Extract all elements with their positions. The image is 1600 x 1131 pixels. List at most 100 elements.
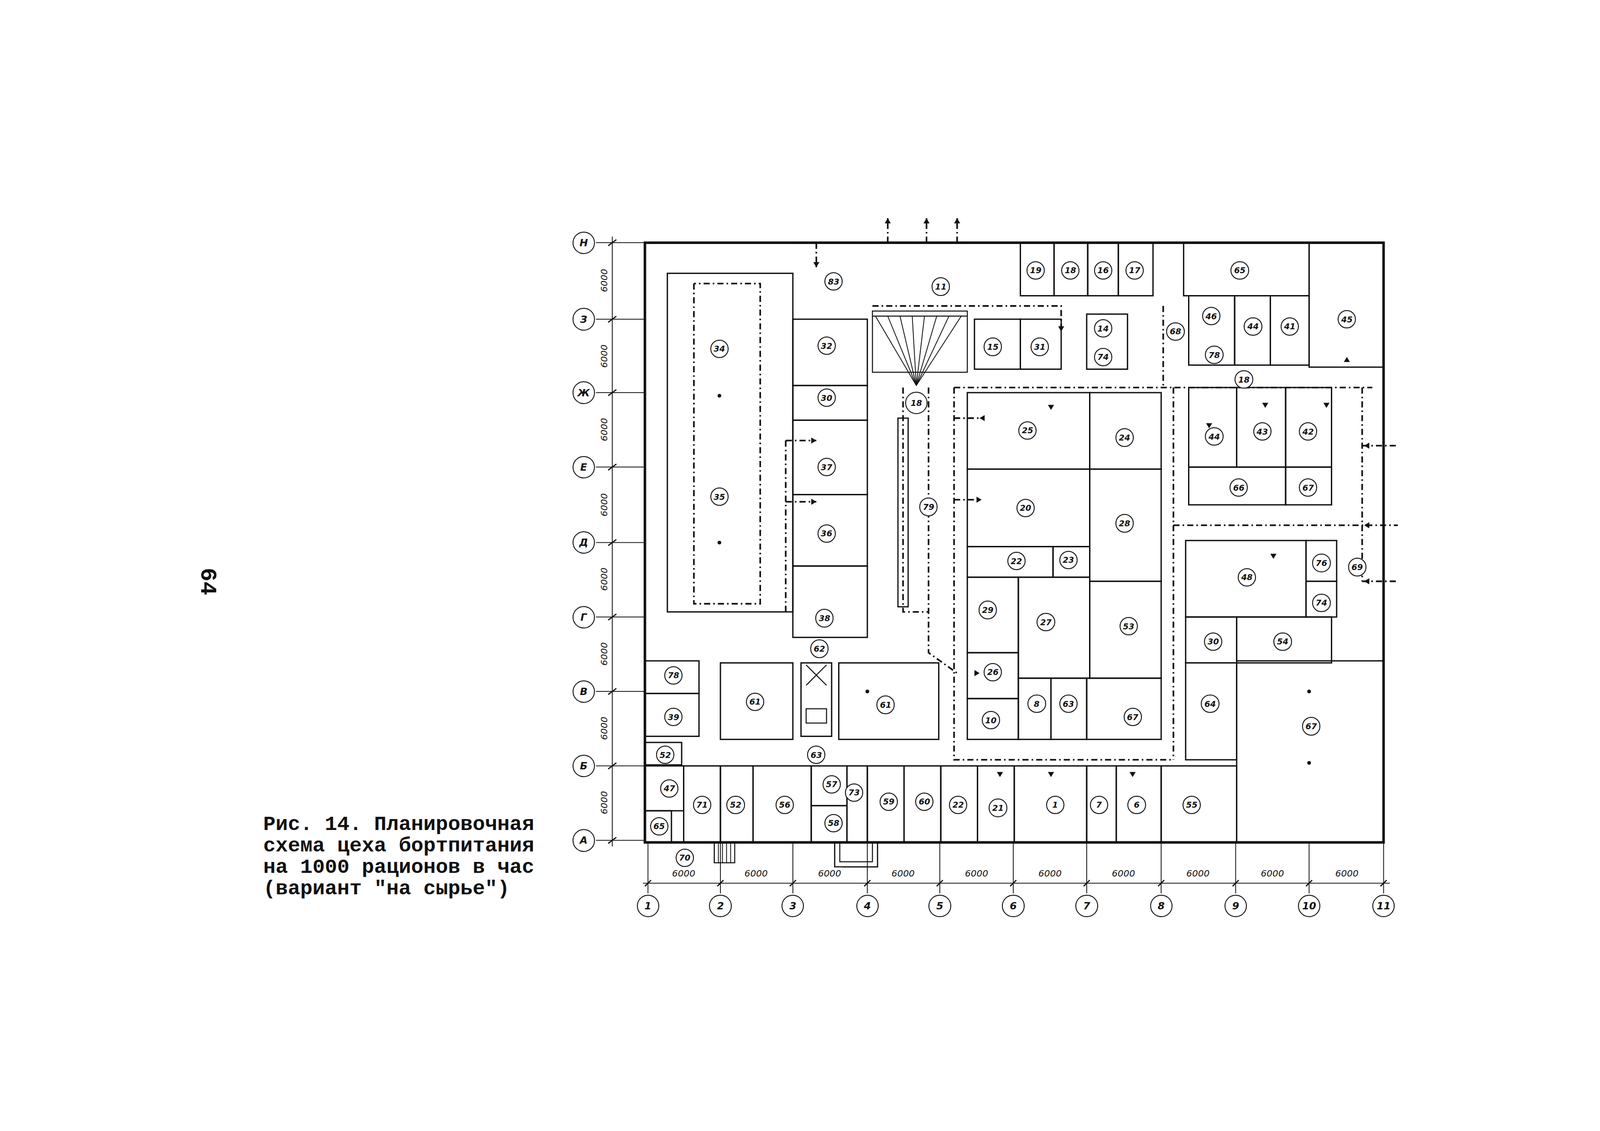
room-wall: [967, 577, 1019, 653]
room-number: 18: [1064, 265, 1077, 276]
room-wall: [1188, 387, 1237, 468]
column-dot: [717, 541, 722, 545]
conveyor-line: [900, 316, 917, 386]
dimension-label: 6000: [1185, 867, 1211, 880]
room-number: 61: [880, 700, 892, 710]
flow-arrowhead: [996, 772, 1003, 778]
callout-number: 32: [817, 336, 836, 355]
room-number: 42: [1302, 427, 1314, 437]
callout-number: 56: [775, 796, 794, 815]
hatch: [806, 665, 827, 686]
room-number: 76: [1315, 558, 1328, 569]
room-number: 38: [818, 613, 831, 624]
room-wall: [1306, 581, 1337, 618]
room-wall: [1185, 663, 1237, 761]
callout-number: 7: [1089, 796, 1109, 815]
entrance: [834, 842, 878, 868]
room-wall: [1086, 314, 1128, 370]
axis-marker: Б: [572, 755, 595, 778]
room-wall: [792, 319, 868, 386]
callout-number: 67: [1298, 478, 1318, 497]
room-number: 8: [1033, 699, 1040, 709]
callout-number: 23: [1059, 551, 1078, 570]
room-number: 65: [653, 821, 665, 832]
flow-arrowhead: [1364, 578, 1370, 585]
flow-arrowhead: [1270, 553, 1277, 559]
room-number: 48: [1241, 572, 1253, 583]
flow-line: [1361, 387, 1364, 582]
room-wall: [1051, 678, 1087, 740]
room-number: 55: [1186, 800, 1198, 810]
stair-step: [722, 842, 724, 864]
room-number: 83: [828, 276, 840, 287]
dimension-label: 6000: [671, 867, 697, 880]
room-wall: [838, 663, 939, 741]
room-wall: [967, 652, 1019, 699]
room-number: 19: [1030, 265, 1042, 276]
grid-line: [595, 466, 645, 468]
axis-label: 10: [1302, 900, 1317, 913]
room-wall: [974, 319, 1021, 370]
callout-number: 53: [1119, 617, 1138, 636]
callout-number: 41: [1280, 317, 1299, 336]
axis-label: Е: [580, 461, 588, 474]
callout-number: 24: [1115, 428, 1134, 447]
callout-number: 17: [1125, 261, 1144, 280]
room-number: 30: [1207, 636, 1220, 647]
room-number: 28: [1118, 518, 1131, 529]
room-number: 61: [749, 697, 761, 707]
room-wall: [1236, 617, 1332, 664]
room-number: 41: [1284, 321, 1296, 332]
flow-arrowhead: [1262, 402, 1269, 408]
room-number: 60: [918, 797, 931, 807]
room-wall: [683, 766, 721, 843]
room-wall: [1086, 766, 1117, 843]
flow-arrowhead: [811, 499, 817, 506]
room-number: 43: [1256, 427, 1268, 437]
callout-number: 73: [844, 783, 864, 803]
stair: [714, 842, 735, 864]
room-number: 34: [713, 343, 725, 354]
flow-arrowhead: [1364, 442, 1370, 449]
axis-marker: 2: [708, 895, 732, 918]
callout-number: 54: [1273, 632, 1292, 652]
callout-number: 22: [1007, 552, 1026, 571]
room-number: 18: [1238, 375, 1250, 385]
axis-marker: 1: [636, 895, 660, 918]
room-number: 46: [1205, 311, 1217, 322]
room-number: 18: [910, 398, 923, 408]
axis-marker: З: [572, 307, 595, 331]
room-number: 29: [982, 605, 994, 615]
grid-line: [1012, 842, 1014, 894]
room-wall: [1087, 242, 1119, 296]
axis-marker: Е: [572, 456, 595, 479]
lift: [806, 708, 827, 724]
callout-number: 69: [1348, 557, 1367, 577]
axis-label: 11: [1376, 900, 1392, 913]
callout-number: 37: [817, 458, 836, 477]
callout-number: 67: [1302, 717, 1321, 736]
dimension-label: 6000: [1037, 867, 1063, 880]
flow-line: [784, 440, 787, 613]
room-wall: [1234, 296, 1271, 366]
grid-line: [595, 318, 645, 320]
room-wall: [801, 663, 832, 737]
callout-number: 58: [824, 814, 843, 833]
callout-number: 44: [1204, 427, 1224, 446]
axis-label: 7: [1083, 900, 1090, 913]
axis-label: 5: [936, 900, 944, 913]
axis-label: 9: [1232, 900, 1240, 913]
callout-number: 8: [1027, 694, 1046, 714]
callout-number: 34: [710, 339, 729, 359]
figure-caption: Рис. 14. Планировочная схема цеха бортпи…: [263, 814, 539, 901]
room-wall: [1185, 540, 1307, 618]
grid-line: [1086, 842, 1088, 894]
entrance: [839, 842, 873, 862]
room-wall: [811, 806, 847, 844]
callout-number: 61: [876, 695, 895, 715]
callout-number: 57: [822, 775, 841, 794]
room-number: 67: [1305, 721, 1318, 732]
callout-number: 45: [1337, 310, 1356, 329]
room-wall: [1306, 540, 1337, 582]
